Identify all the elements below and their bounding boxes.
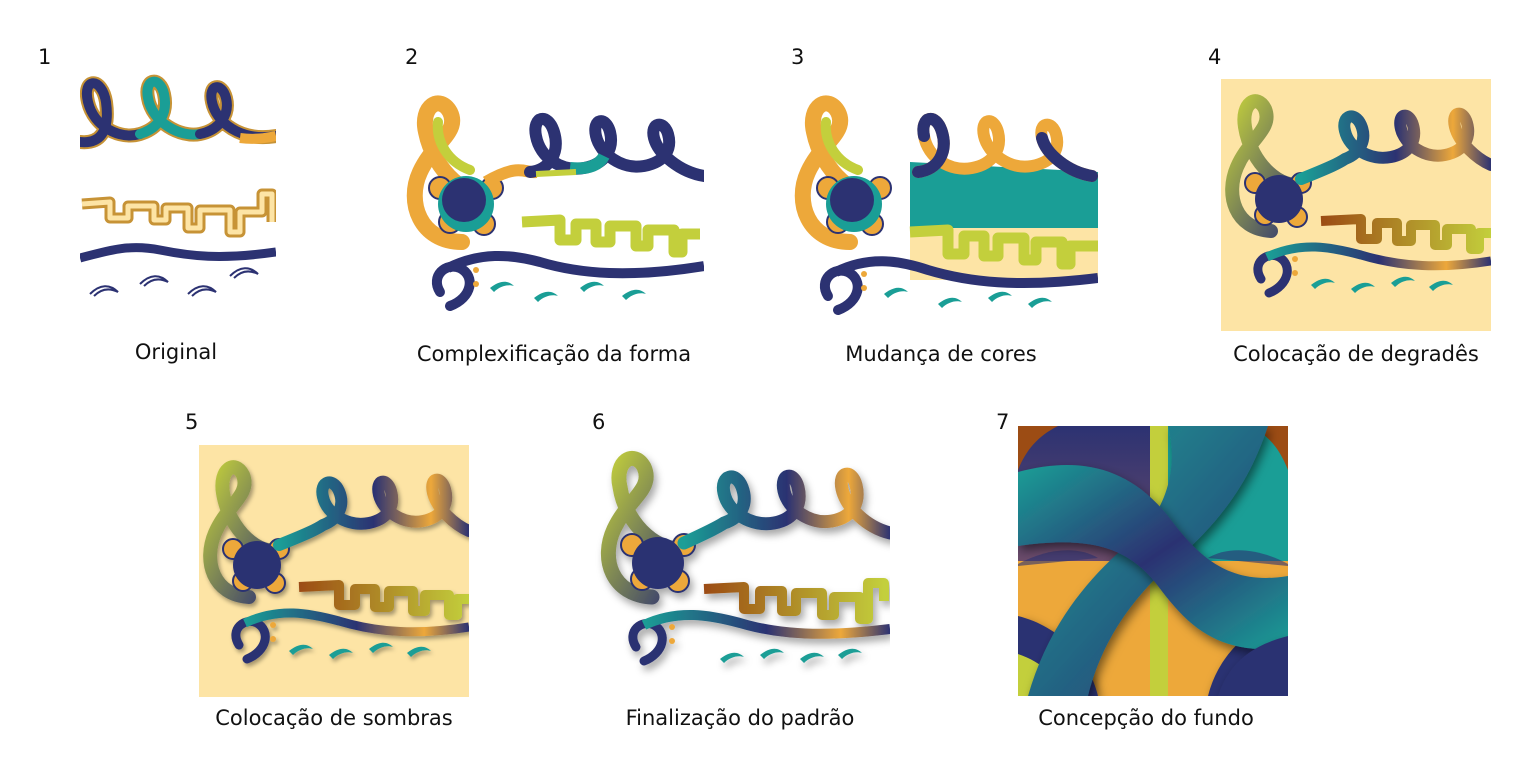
step-caption: Mudança de cores xyxy=(845,342,1037,366)
flower-icon xyxy=(816,176,892,236)
skyline-band xyxy=(1320,214,1491,254)
bass-clef-icon xyxy=(819,265,867,315)
step-2-illustration xyxy=(406,95,704,311)
bass-clef-icon xyxy=(231,617,276,664)
step-number: 7 xyxy=(996,410,1010,434)
step-number: 1 xyxy=(38,45,52,69)
step-number: 4 xyxy=(1208,45,1222,69)
skyline-band xyxy=(703,578,889,624)
bass-clef-icon xyxy=(431,261,479,311)
wave-line xyxy=(445,251,704,279)
step-caption: Complexificação da forma xyxy=(416,342,692,366)
loop-ribbon xyxy=(273,473,469,551)
wave-line xyxy=(1265,242,1491,271)
skyline-band xyxy=(521,214,700,258)
treble-clef-icon xyxy=(406,95,498,250)
step-number: 3 xyxy=(791,45,805,69)
step-caption: Colocação de sombras xyxy=(215,706,453,730)
step-caption: Original xyxy=(134,340,218,364)
step-number: 2 xyxy=(405,45,419,69)
wave-icon xyxy=(1311,276,1453,293)
wave-icon xyxy=(884,287,1052,308)
skyline-band xyxy=(298,580,469,620)
treble-clef-icon xyxy=(203,460,286,604)
wave-line xyxy=(641,609,890,639)
treble-clef-icon xyxy=(600,451,692,605)
loop-ribbon xyxy=(524,113,704,182)
step-caption: Finalização do padrão xyxy=(625,706,855,730)
wave-line xyxy=(833,256,1098,289)
step-caption: Concepção do fundo xyxy=(1038,706,1254,730)
teal-panel xyxy=(910,162,1098,228)
loop-ribbon xyxy=(1295,107,1491,185)
ribbon-b xyxy=(1018,464,1288,650)
step-4-illustration xyxy=(1221,79,1491,331)
step-1-illustration xyxy=(80,74,276,297)
step-6-illustration xyxy=(600,451,890,666)
step-5-illustration xyxy=(199,445,469,697)
skyline-band xyxy=(909,224,1098,270)
bass-clef-icon xyxy=(628,619,675,666)
wave-line xyxy=(243,608,469,637)
step-number: 6 xyxy=(592,410,606,434)
wave-line xyxy=(80,243,276,263)
wave-icon xyxy=(89,267,259,297)
wave-icon xyxy=(490,281,646,302)
step-number: 5 xyxy=(185,410,199,434)
treble-clef-icon xyxy=(794,95,886,250)
step-caption: Colocação de degradês xyxy=(1233,342,1479,366)
wave-icon xyxy=(289,642,431,659)
bass-clef-icon xyxy=(1253,251,1298,298)
wave-icon xyxy=(720,648,862,663)
step-3-illustration xyxy=(794,95,1098,315)
step-7-illustration xyxy=(1018,426,1288,696)
loop-ribbon xyxy=(677,467,890,550)
treble-clef-icon xyxy=(1225,94,1308,238)
